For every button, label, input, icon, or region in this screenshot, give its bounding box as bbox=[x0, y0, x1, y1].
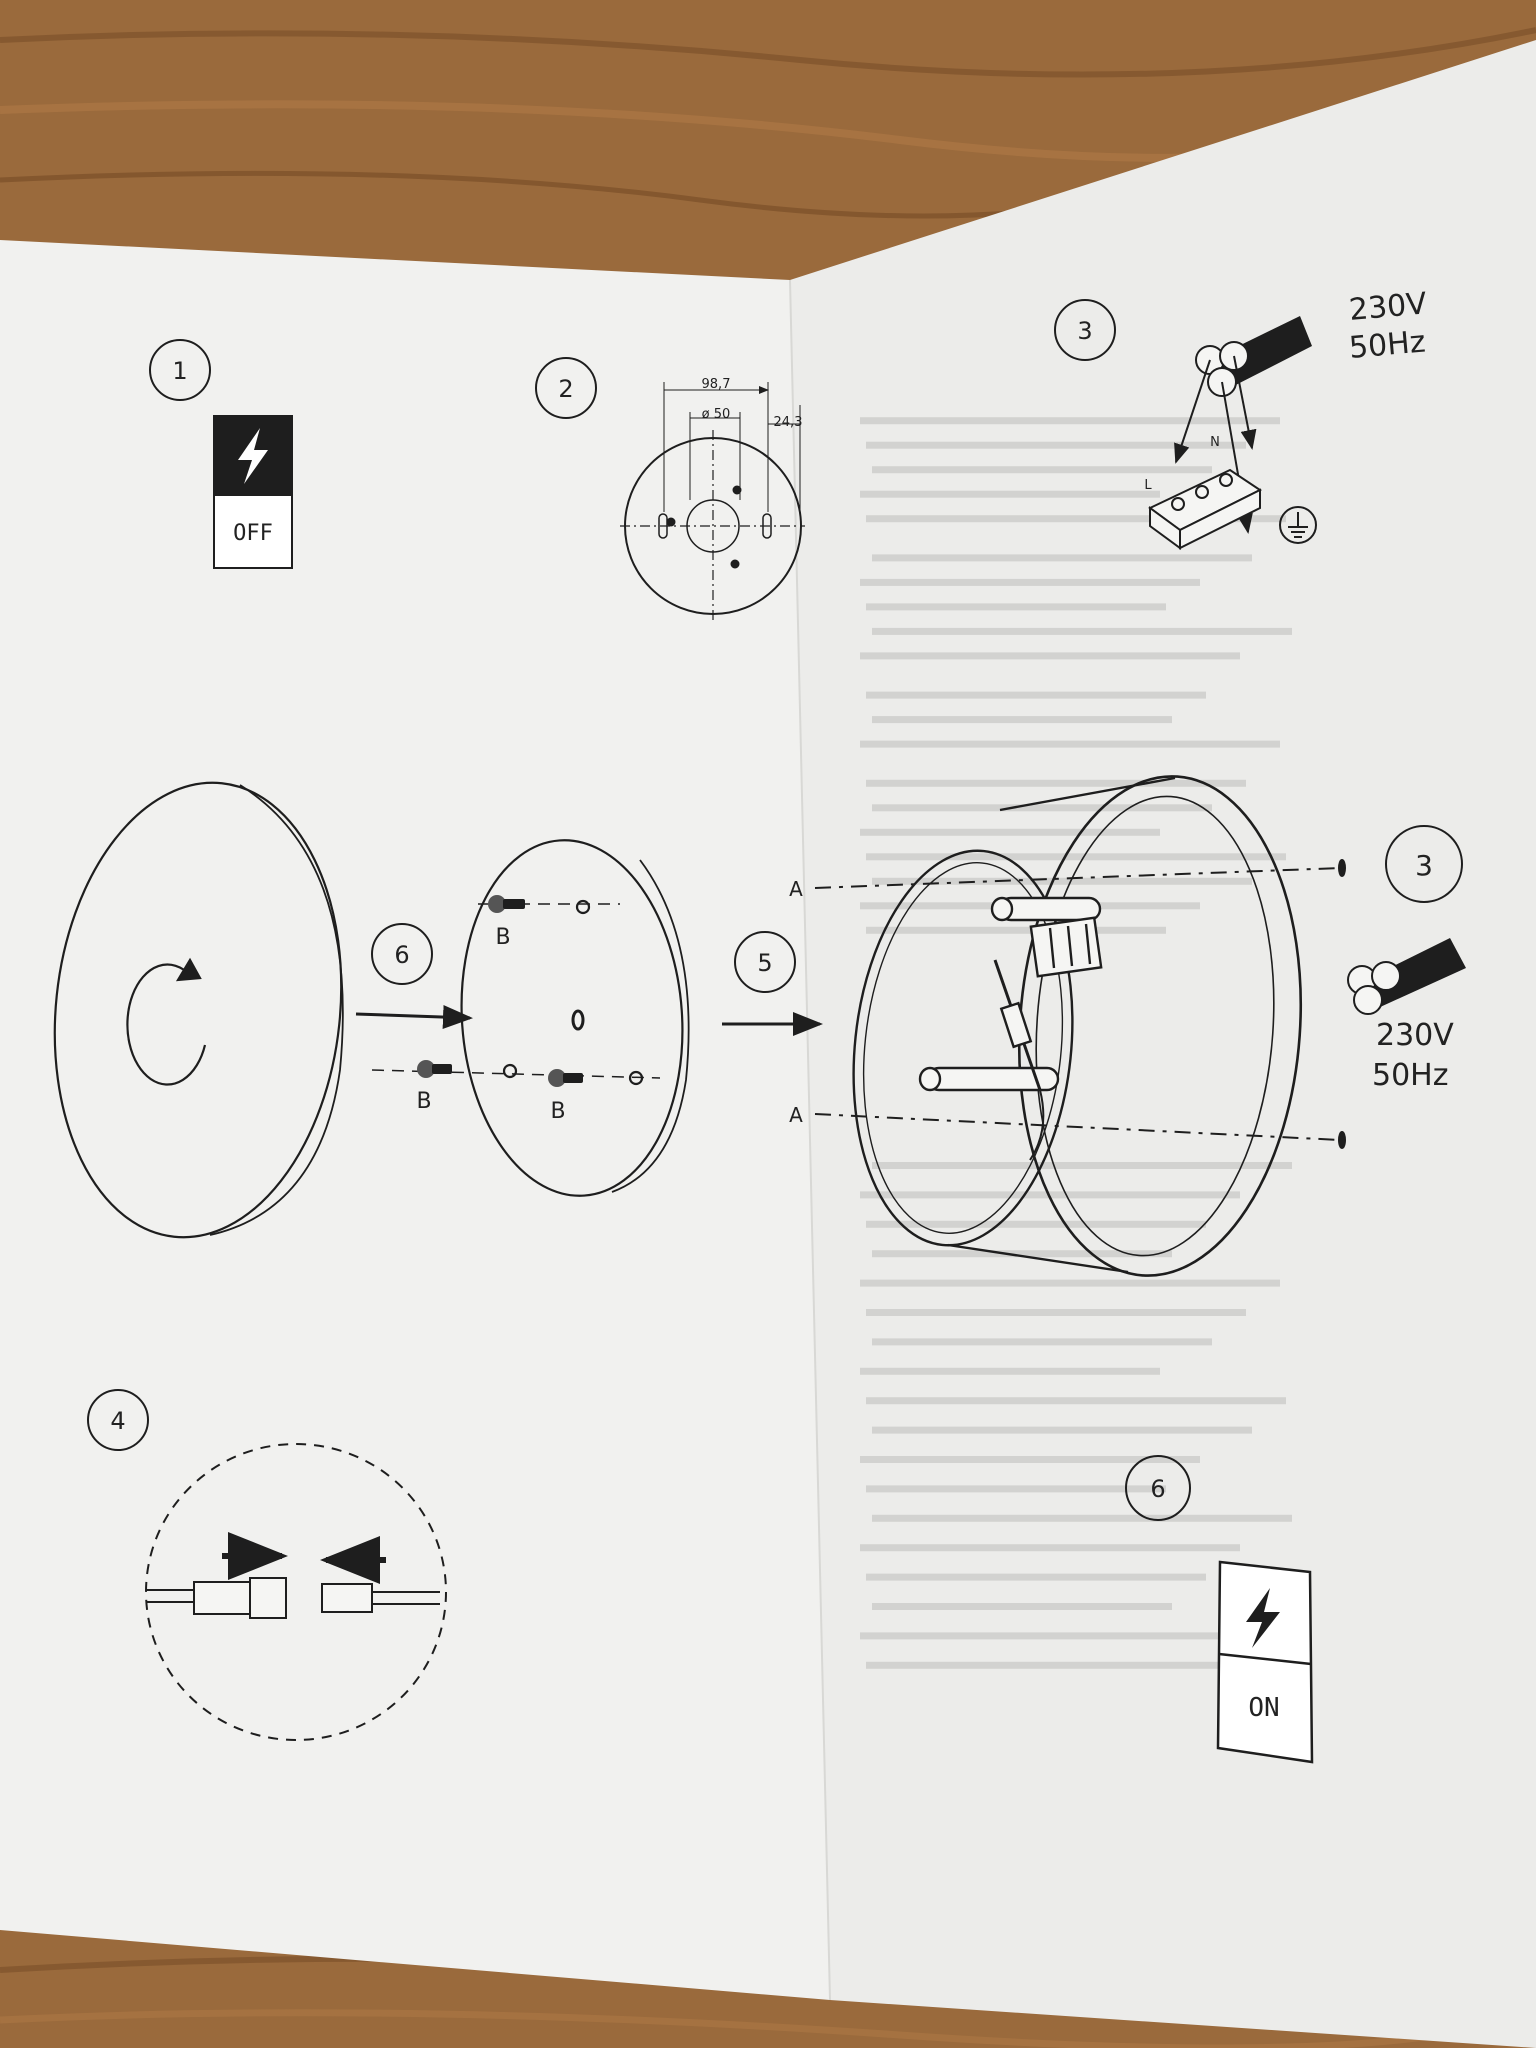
bleed-through-text bbox=[860, 417, 1292, 1669]
faded-text-line bbox=[866, 779, 1246, 787]
faded-text-line bbox=[866, 1573, 1206, 1581]
faded-text-line bbox=[860, 1632, 1280, 1640]
lightning-bolt-icon bbox=[238, 428, 268, 484]
faded-text-line bbox=[866, 1309, 1246, 1316]
step-6-number-assembly: 6 bbox=[394, 941, 409, 969]
cable-bundle-icon bbox=[1174, 316, 1312, 534]
faded-text-line bbox=[872, 466, 1212, 474]
faded-text-line bbox=[860, 1279, 1280, 1287]
faded-text-line bbox=[866, 1397, 1286, 1405]
step-2-number: 2 bbox=[558, 375, 573, 403]
mounting-plate-drawing bbox=[620, 382, 805, 620]
faded-text-line bbox=[872, 1250, 1172, 1258]
faded-text-line bbox=[860, 417, 1280, 425]
rotate-arrow-icon bbox=[126, 963, 207, 1086]
cable-icon-right bbox=[1347, 938, 1466, 1015]
faded-text-line bbox=[866, 691, 1206, 699]
faded-text-line bbox=[872, 1603, 1172, 1610]
dimension-side: 24,3 bbox=[774, 415, 803, 430]
faded-text-line bbox=[866, 926, 1166, 934]
faded-text-line bbox=[866, 1485, 1166, 1493]
faded-text-line bbox=[860, 490, 1160, 498]
step-1-number: 1 bbox=[172, 357, 187, 385]
screw-label-b1: B bbox=[495, 925, 510, 950]
faded-text-line bbox=[860, 1367, 1160, 1375]
paper-left-page bbox=[0, 240, 830, 2000]
step-3-badge bbox=[1054, 299, 1116, 361]
voltage-label-right: 230V bbox=[1376, 1018, 1454, 1053]
assembly-drawing: 6 B B B 5 bbox=[53, 775, 1466, 1277]
switch-on: ON bbox=[1216, 1560, 1314, 1764]
faded-text-line bbox=[872, 716, 1172, 724]
step-3-number-right: 3 bbox=[1415, 849, 1433, 882]
step-2-badge bbox=[535, 357, 597, 419]
faded-text-line bbox=[860, 828, 1160, 836]
ground-icon bbox=[1279, 506, 1317, 544]
terminal-block-icon bbox=[1148, 468, 1262, 550]
faded-text-line bbox=[860, 740, 1280, 748]
screw-icon bbox=[417, 1060, 435, 1078]
step-3-wiring: 3 N L 230V 50Hz bbox=[1054, 286, 1429, 550]
faded-text-line bbox=[860, 652, 1240, 660]
faded-text-line bbox=[866, 603, 1166, 611]
step-3-number: 3 bbox=[1077, 317, 1092, 345]
faded-text-line bbox=[860, 578, 1200, 586]
step-6-badge-assembly bbox=[371, 923, 433, 985]
connector-detail bbox=[145, 1443, 447, 1741]
screw-icon bbox=[488, 895, 506, 913]
faded-text-line bbox=[872, 877, 1252, 885]
axis-label-a1: A bbox=[789, 877, 803, 901]
faded-text-line bbox=[866, 853, 1286, 861]
step-6: 6 ON bbox=[1125, 1455, 1314, 1764]
live-label: L bbox=[1144, 478, 1152, 493]
faded-text-line bbox=[866, 441, 1246, 449]
faded-text-line bbox=[872, 627, 1292, 635]
frequency-label: 50Hz bbox=[1348, 324, 1427, 366]
step-1: 1 OFF bbox=[149, 339, 293, 569]
paper-fold bbox=[789, 279, 831, 2001]
faded-text-line bbox=[860, 1456, 1200, 1463]
step-1-badge bbox=[149, 339, 211, 401]
screws bbox=[417, 895, 583, 1087]
lamp-cover bbox=[53, 781, 344, 1239]
faded-text-line bbox=[860, 1544, 1240, 1552]
faded-text-line bbox=[866, 1220, 1206, 1228]
faded-text-line bbox=[872, 554, 1252, 562]
step-4-number: 4 bbox=[110, 1407, 125, 1435]
step-2: 2 98,7 ø 50 24,3 bbox=[535, 357, 805, 620]
faded-text-line bbox=[866, 1661, 1246, 1669]
mounting-axes bbox=[814, 859, 1346, 1149]
faded-text-line bbox=[872, 1514, 1292, 1522]
arrow-step-6 bbox=[355, 1005, 473, 1030]
voltage-label: 230V bbox=[1348, 286, 1429, 328]
faded-text-line bbox=[872, 1338, 1212, 1346]
switch-off-label: OFF bbox=[233, 521, 273, 546]
step-6-number: 6 bbox=[1150, 1475, 1165, 1503]
axis-label-a2: A bbox=[789, 1103, 803, 1127]
step-4-badge bbox=[87, 1389, 149, 1451]
screw-label-b2: B bbox=[416, 1089, 431, 1114]
dimension-outer: 98,7 bbox=[702, 377, 731, 392]
screw-label-b3: B bbox=[550, 1099, 565, 1124]
step-5-number: 5 bbox=[757, 949, 772, 977]
lightning-bolt-icon-on bbox=[1246, 1588, 1280, 1648]
screw-icon bbox=[548, 1069, 566, 1087]
diffuser-plate bbox=[371, 839, 690, 1197]
base-housing bbox=[852, 775, 1303, 1277]
frequency-label-right: 50Hz bbox=[1372, 1058, 1448, 1093]
dimension-inner: ø 50 bbox=[702, 407, 731, 422]
switch-off: OFF bbox=[213, 415, 293, 569]
faded-text-line bbox=[866, 515, 1286, 523]
switch-on-label: ON bbox=[1248, 1693, 1279, 1723]
faded-text-line bbox=[872, 1162, 1292, 1169]
step-6-badge bbox=[1125, 1455, 1191, 1521]
neutral-label: N bbox=[1210, 435, 1220, 450]
faded-text-line bbox=[872, 804, 1212, 812]
step-4: 4 bbox=[87, 1389, 447, 1741]
faded-text-line bbox=[872, 1426, 1252, 1434]
step-5-badge bbox=[734, 931, 796, 993]
step-3-badge-right bbox=[1385, 825, 1463, 903]
